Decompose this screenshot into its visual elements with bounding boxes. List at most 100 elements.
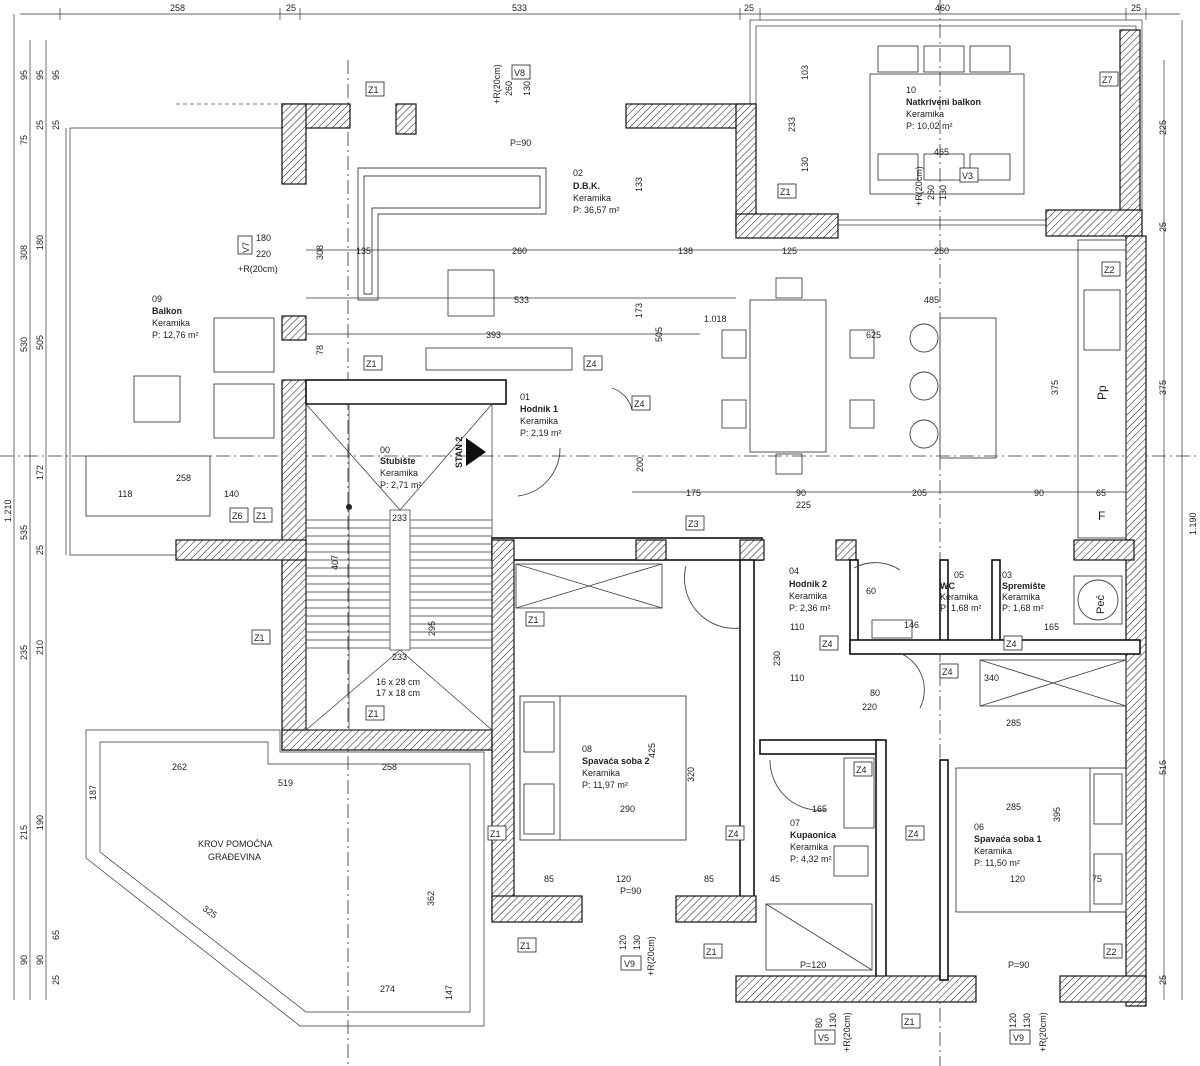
svg-text:Z7: Z7	[1102, 75, 1113, 85]
svg-text:P: 36,57 m²: P: 36,57 m²	[573, 205, 620, 215]
svg-text:V5: V5	[818, 1033, 829, 1043]
svg-text:175: 175	[686, 488, 701, 498]
svg-text:P: 2,36 m²: P: 2,36 m²	[789, 603, 831, 613]
svg-text:10: 10	[906, 85, 916, 95]
svg-text:Kupaonica: Kupaonica	[790, 830, 837, 840]
svg-text:Keramika: Keramika	[789, 591, 827, 601]
room-00: 00 Stubište Keramika P: 2,71 m²	[380, 445, 422, 490]
svg-text:P: 1,68 m²: P: 1,68 m²	[1002, 603, 1044, 613]
tag-z1: Z1	[365, 81, 385, 97]
svg-text:P=90: P=90	[1008, 960, 1029, 970]
dim-left-b: 172	[35, 465, 45, 480]
svg-text:120: 120	[1008, 1013, 1018, 1028]
tag-v5: V5	[814, 1029, 836, 1045]
svg-text:45: 45	[770, 874, 780, 884]
svg-text:Keramika: Keramika	[380, 468, 418, 478]
dim-left-b: 180	[35, 235, 45, 250]
stan-label: STAN 2	[454, 437, 486, 468]
staircase	[305, 403, 493, 731]
svg-text:V9: V9	[624, 959, 635, 969]
svg-text:519: 519	[278, 778, 293, 788]
dim-right: 375	[1158, 380, 1168, 395]
opening-notes: P=90 P=90 P=120 P=90 +R(20cm) 260 130 +R…	[238, 64, 1048, 1052]
arrow-icon	[466, 438, 486, 466]
svg-text:407: 407	[330, 555, 340, 570]
svg-text:110: 110	[790, 673, 804, 683]
svg-text:233: 233	[787, 117, 797, 132]
svg-text:325: 325	[201, 903, 219, 920]
svg-text:WC: WC	[940, 581, 955, 591]
svg-text:180: 180	[256, 233, 271, 243]
svg-text:260: 260	[926, 185, 936, 200]
svg-text:Z4: Z4	[942, 667, 953, 677]
tag-z1: Z1	[517, 937, 537, 953]
tag-z1: Z1	[487, 825, 507, 841]
roof-label-1: KROV POMOĆNA	[198, 839, 273, 849]
svg-text:165: 165	[812, 804, 827, 814]
svg-text:02: 02	[573, 168, 583, 178]
tag-z4: Z4	[939, 663, 959, 679]
tag-z1: Z1	[525, 611, 545, 627]
svg-text:P: 2,19 m²: P: 2,19 m²	[520, 428, 562, 438]
svg-text:465: 465	[934, 147, 949, 157]
tag-z1: Z1	[901, 1013, 921, 1029]
dim-left-b: 210	[35, 640, 45, 655]
svg-text:295: 295	[427, 621, 437, 636]
svg-text:260: 260	[934, 246, 949, 256]
svg-text:130: 130	[522, 81, 532, 96]
dim-left-a: 90	[19, 955, 29, 965]
svg-text:485: 485	[924, 295, 939, 305]
svg-text:230: 230	[772, 651, 782, 666]
svg-text:173: 173	[634, 303, 644, 318]
svg-text:Balkon: Balkon	[152, 306, 182, 316]
svg-text:P: 2,71 m²: P: 2,71 m²	[380, 480, 422, 490]
svg-text:130: 130	[828, 1013, 838, 1028]
svg-text:205: 205	[912, 488, 927, 498]
svg-text:Z1: Z1	[528, 615, 539, 625]
svg-text:+R(20cm): +R(20cm)	[914, 166, 924, 206]
tag-z2: Z2	[1103, 943, 1123, 959]
svg-text:V8: V8	[514, 68, 525, 78]
svg-text:285: 285	[1006, 802, 1021, 812]
appliance-pp: Pp	[1095, 385, 1109, 400]
svg-text:290: 290	[620, 804, 635, 814]
svg-text:1.018: 1.018	[704, 314, 727, 324]
tag-z4: Z4	[725, 825, 745, 841]
dim-left-a: 530	[19, 337, 29, 352]
svg-text:+R(20cm): +R(20cm)	[1038, 1012, 1048, 1052]
svg-text:P: 4,32 m²: P: 4,32 m²	[790, 854, 832, 864]
svg-text:130: 130	[800, 157, 810, 172]
appliance-pec: Peć	[1095, 595, 1107, 614]
svg-text:260: 260	[504, 81, 514, 96]
svg-text:Z4: Z4	[856, 765, 867, 775]
svg-text:Spremište: Spremište	[1002, 581, 1046, 591]
top-dimensions: 258 25 533 25 460 25	[170, 3, 1141, 13]
svg-text:165: 165	[1044, 622, 1059, 632]
svg-text:05: 05	[954, 570, 964, 580]
svg-text:533: 533	[514, 295, 529, 305]
dim-left-a: 235	[19, 645, 29, 660]
svg-text:01: 01	[520, 392, 530, 402]
svg-text:Keramika: Keramika	[573, 193, 611, 203]
right-dimensions: 225 25 375 1.190 515 25	[1158, 120, 1198, 985]
room-09: 09 Balkon Keramika P: 12,76 m²	[152, 294, 199, 340]
svg-text:Z1: Z1	[254, 633, 265, 643]
tag-z1: Z1	[363, 355, 383, 371]
dim-right: 515	[1158, 760, 1168, 775]
svg-text:362: 362	[426, 891, 436, 906]
dim-top-1: 258	[170, 3, 185, 13]
dim-top-6: 25	[1131, 3, 1141, 13]
svg-text:147: 147	[444, 985, 454, 1000]
svg-text:V9: V9	[1013, 1033, 1024, 1043]
svg-text:262: 262	[172, 762, 187, 772]
svg-text:90: 90	[796, 488, 806, 498]
room-08: 08 Spavaća soba 2 Keramika P: 11,97 m²	[582, 744, 650, 790]
tag-z1: Z1	[365, 705, 385, 721]
dim-left-b: 25	[35, 545, 45, 555]
svg-text:06: 06	[974, 822, 984, 832]
svg-text:233: 233	[392, 652, 407, 662]
dim-left-b: 95	[35, 70, 45, 80]
dim-left-b: 25	[35, 120, 45, 130]
